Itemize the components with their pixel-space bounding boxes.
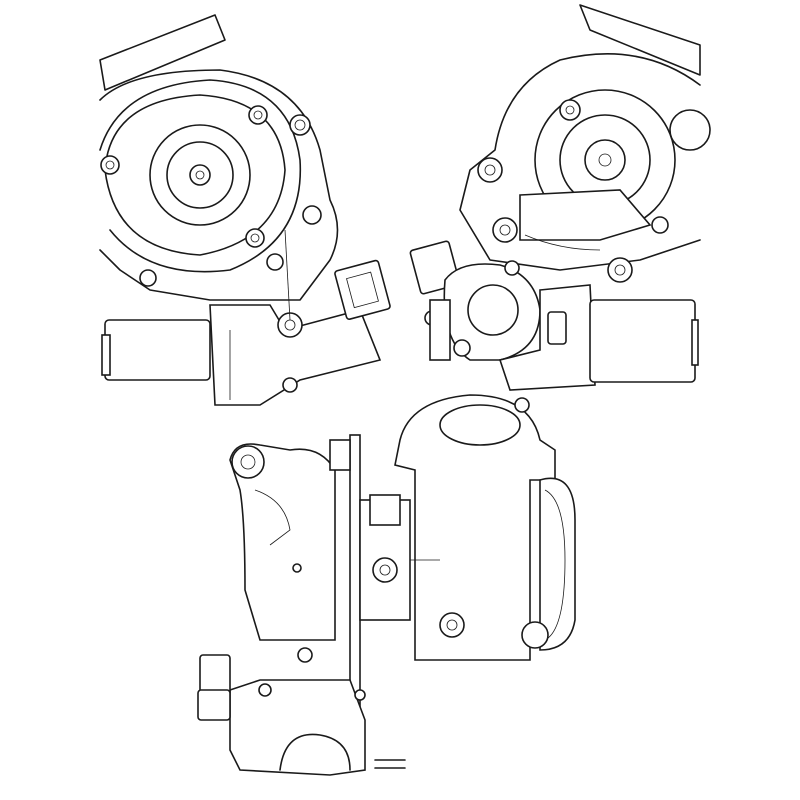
turbo-view-left — [99, 14, 391, 406]
turbo-view-right — [409, 4, 711, 391]
turbo-view-bottom — [197, 394, 576, 776]
